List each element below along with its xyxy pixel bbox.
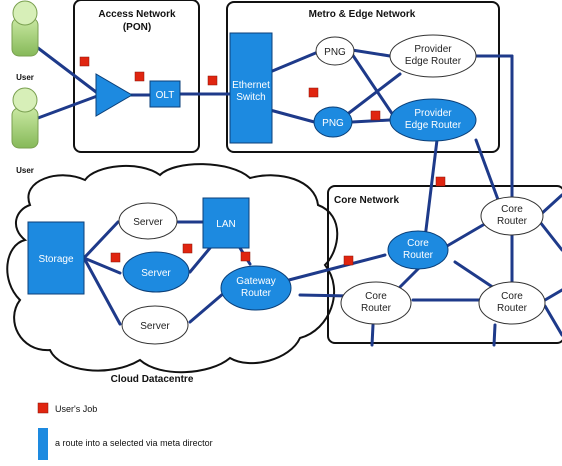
user-label: User	[16, 166, 34, 175]
legend-route-label: a route into a selected via meta directo…	[55, 438, 213, 448]
user-job-marker	[134, 71, 145, 82]
access-network-subtitle: (PON)	[123, 22, 151, 33]
ethernet-switch-label: Ethernet	[232, 80, 270, 91]
user-job-marker	[110, 252, 121, 263]
olt-label: OLT	[156, 90, 175, 101]
user-job-marker	[370, 110, 381, 121]
user-label: User	[16, 73, 34, 82]
user-job-marker	[435, 176, 446, 187]
core-router-node	[340, 281, 412, 325]
job-markers	[79, 56, 446, 266]
core-router-label: Router	[497, 303, 528, 314]
provider-edge-router-label: Edge Router	[405, 120, 462, 131]
user-job-marker	[207, 75, 218, 86]
ethernet-switch-label: Switch	[236, 92, 265, 103]
core-router-label: Core	[501, 291, 523, 302]
core-router-node	[387, 230, 449, 270]
provider-edge-router-label: Provider	[414, 108, 452, 119]
gateway-router-label: Gateway	[236, 276, 275, 287]
provider-edge-router-node	[389, 34, 477, 78]
lan-box	[202, 197, 250, 249]
provider-edge-router-label: Edge Router	[405, 56, 462, 67]
access-network-title: Access Network	[98, 9, 176, 20]
legend-job-label: User's Job	[55, 404, 97, 414]
user-job-marker	[308, 87, 319, 98]
core-router-node	[478, 281, 546, 325]
splitter-triangle	[95, 73, 133, 117]
core-router-label: Core	[501, 204, 523, 215]
legend-route-swatch	[38, 428, 48, 460]
gateway-router-node	[220, 265, 292, 311]
cloud-datacentre-title: Cloud Datacentre	[111, 374, 194, 385]
legend-job-swatch	[37, 402, 49, 414]
core-router-label: Router	[361, 303, 392, 314]
user-job-marker	[79, 56, 90, 67]
core-router-label: Core	[365, 291, 387, 302]
png-node	[315, 36, 355, 66]
server-node	[118, 202, 178, 240]
gateway-router-label: Router	[241, 288, 272, 299]
provider-edge-router-label: Provider	[414, 44, 452, 55]
user-icon	[11, 87, 39, 149]
png-node	[313, 106, 353, 138]
core-router-label: Router	[403, 250, 434, 261]
lan-label: LAN	[216, 219, 235, 230]
server-label: Server	[141, 268, 171, 279]
server-node	[122, 251, 190, 293]
core-router-label: Router	[497, 216, 528, 227]
metro-edge-network-box	[226, 1, 500, 153]
storage-box	[27, 221, 85, 295]
provider-edge-router-node	[389, 98, 477, 142]
olt-box	[149, 80, 181, 108]
server-label: Server	[140, 321, 170, 332]
metro-network-title: Metro & Edge Network	[309, 9, 416, 20]
png-label: PNG	[324, 47, 346, 58]
core-router-node	[480, 196, 544, 236]
user-job-marker	[343, 255, 354, 266]
server-node	[121, 305, 189, 345]
user-job-marker	[182, 243, 193, 254]
core-router-label: Core	[407, 238, 429, 249]
core-network-title: Core Network	[334, 195, 399, 206]
user-icon	[11, 0, 39, 57]
server-label: Server	[133, 217, 163, 228]
ethernet-switch-box	[229, 32, 273, 144]
storage-label: Storage	[38, 254, 73, 265]
png-label: PNG	[322, 118, 344, 129]
core-network-box	[327, 185, 562, 344]
user-job-marker	[240, 251, 251, 262]
